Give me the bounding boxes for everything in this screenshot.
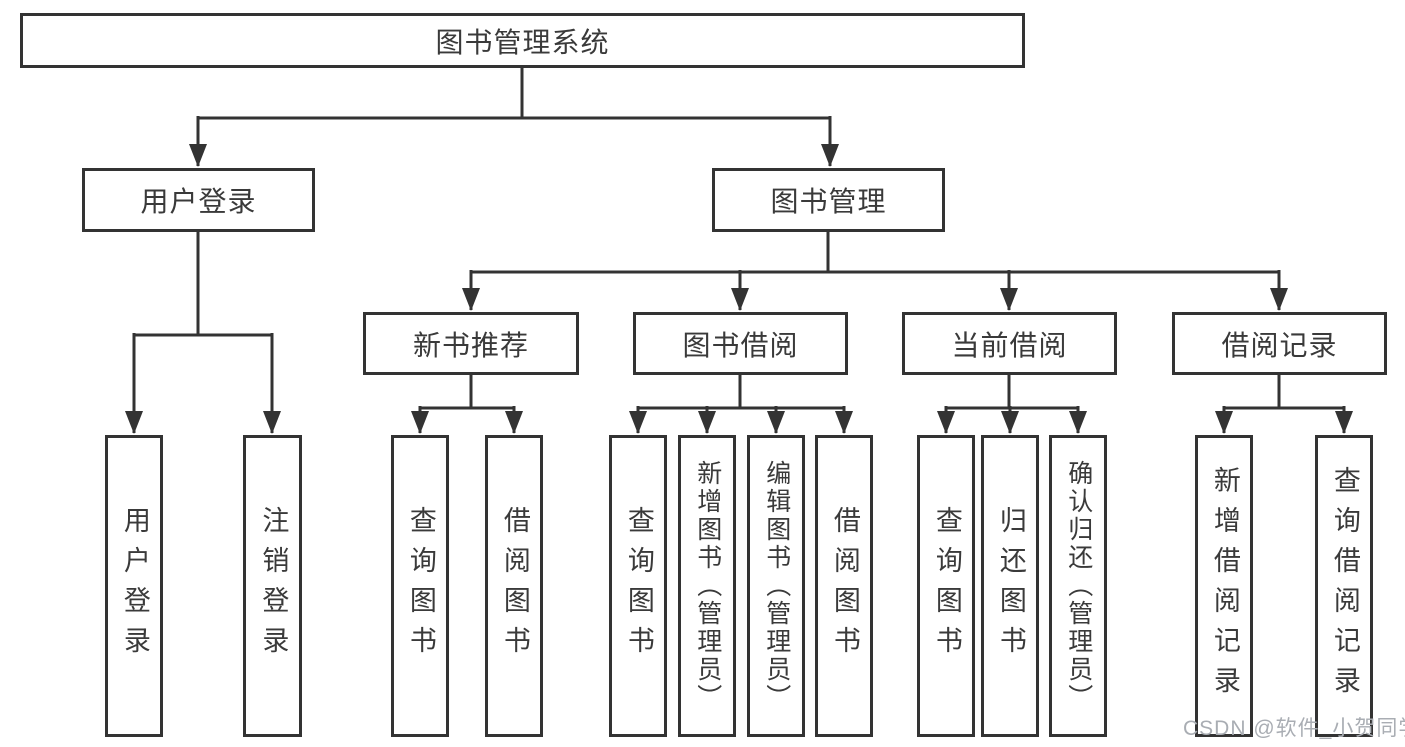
leaf-return-books-label: 归还图书 (995, 506, 1026, 666)
node-user-login-label: 用户登录 (140, 186, 257, 217)
node-new-book-recommend-label: 新书推荐 (412, 329, 529, 361)
node-book-borrowing-label: 图书借阅 (682, 329, 799, 361)
node-user-login: 用户登录 (82, 168, 315, 232)
leaf-borrow-books: 借阅图书 (815, 435, 873, 737)
leaf-add-books-admin: 新增图书（管理员） (678, 435, 736, 737)
leaf-edit-books-admin: 编辑图书（管理员） (747, 435, 805, 737)
leaf-borrow-books-recommend-label: 借阅图书 (499, 506, 530, 666)
leaf-query-books-current: 查询图书 (917, 435, 975, 737)
leaf-confirm-return-admin-label: 确认归还（管理员） (1064, 460, 1093, 712)
node-book-borrowing: 图书借阅 (633, 312, 848, 375)
node-borrowing-records: 借阅记录 (1172, 312, 1387, 375)
node-new-book-recommend: 新书推荐 (363, 312, 579, 375)
node-library-management-system-label: 图书管理系统 (435, 26, 610, 58)
csdn-watermark: CSDN @软件_小贺同学 (1183, 717, 1405, 740)
leaf-user-login-label: 用户登录 (119, 506, 150, 666)
node-current-borrowing: 当前借阅 (902, 312, 1117, 375)
leaf-query-books-current-label: 查询图书 (931, 506, 962, 666)
leaf-user-login: 用户登录 (105, 435, 163, 737)
leaf-logout: 注销登录 (243, 435, 302, 737)
leaf-add-borrow-record-label: 新增借阅记录 (1209, 466, 1240, 706)
node-book-management: 图书管理 (712, 168, 945, 232)
leaf-add-borrow-record: 新增借阅记录 (1195, 435, 1253, 737)
node-current-borrowing-label: 当前借阅 (951, 329, 1068, 361)
leaf-query-books-recommend-label: 查询图书 (405, 506, 436, 666)
leaf-edit-books-admin-label: 编辑图书（管理员） (762, 460, 791, 712)
leaf-borrow-books-recommend: 借阅图书 (485, 435, 543, 737)
node-library-management-system: 图书管理系统 (20, 13, 1025, 68)
leaf-add-books-admin-label: 新增图书（管理员） (693, 460, 722, 712)
leaf-return-books: 归还图书 (981, 435, 1039, 737)
node-borrowing-records-label: 借阅记录 (1221, 329, 1338, 361)
leaf-logout-label: 注销登录 (258, 506, 289, 666)
node-book-management-label: 图书管理 (770, 186, 887, 217)
leaf-query-borrow-record: 查询借阅记录 (1315, 435, 1373, 737)
leaf-borrow-books-label: 借阅图书 (829, 506, 860, 666)
leaf-query-books-borrowing: 查询图书 (609, 435, 667, 737)
leaf-query-books-borrowing-label: 查询图书 (623, 506, 654, 666)
leaf-query-books-recommend: 查询图书 (391, 435, 449, 737)
leaf-confirm-return-admin: 确认归还（管理员） (1049, 435, 1107, 737)
leaf-query-borrow-record-label: 查询借阅记录 (1329, 466, 1360, 706)
